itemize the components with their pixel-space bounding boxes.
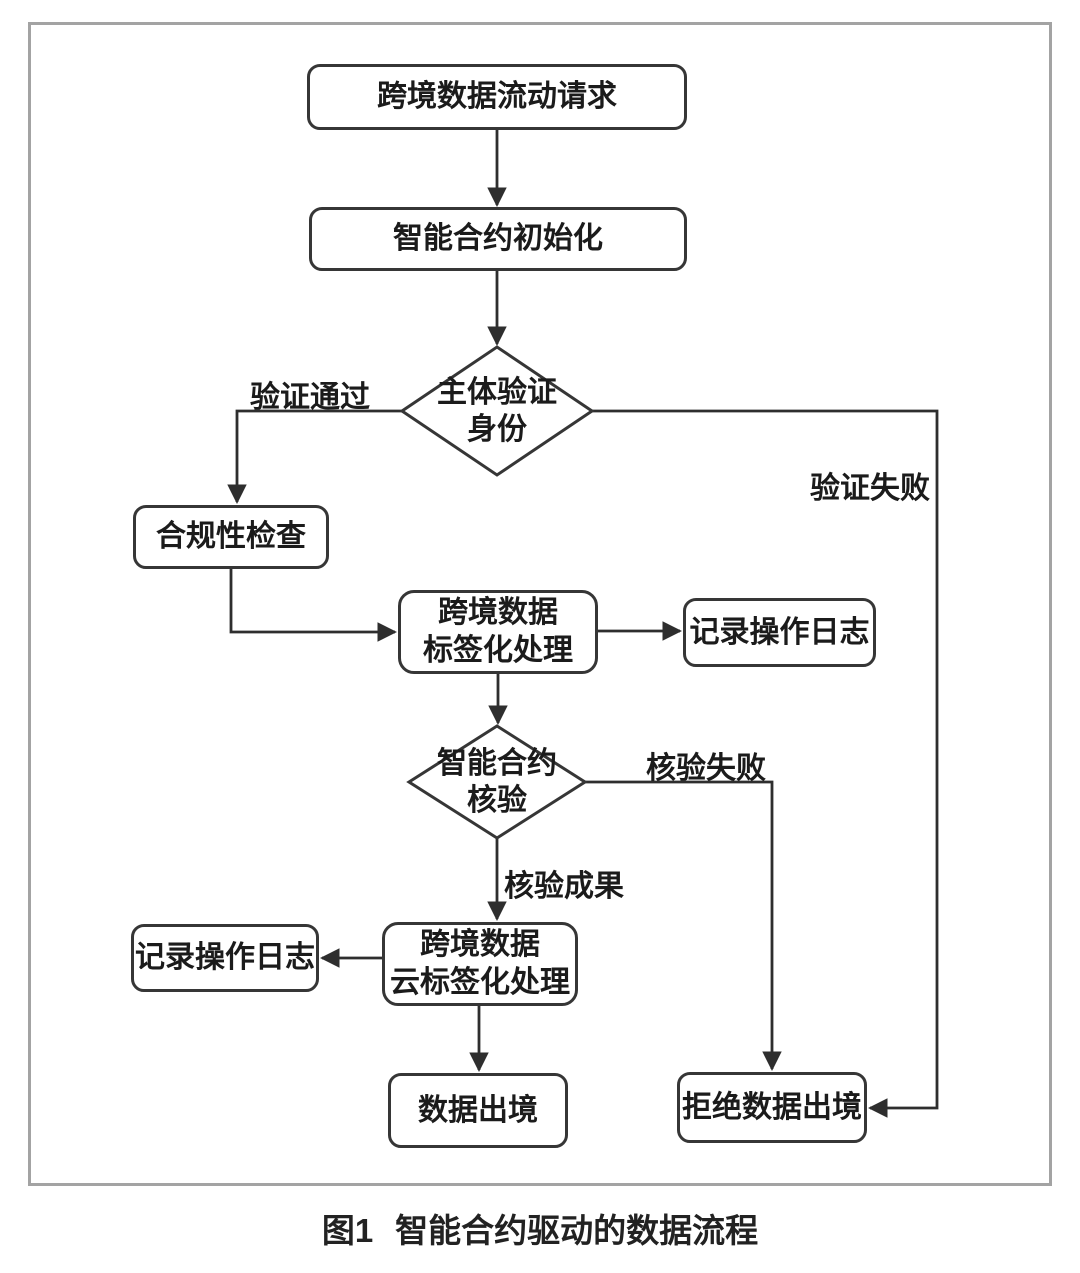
node-label: 拒绝数据出境 <box>682 1090 862 1124</box>
edge-verify-fail-to-reject <box>585 780 782 1071</box>
edge-label-check-fail: 核验失败 <box>646 752 766 785</box>
node-label: 跨境数据流动请求 <box>377 80 617 113</box>
node-label: 记录操作日志 <box>135 941 315 974</box>
decision-verify-shape <box>406 724 588 840</box>
figure-caption-title: 智能合约驱动的数据流程 <box>395 1212 759 1249</box>
node-log-upper: 记录操作日志 <box>683 598 876 667</box>
node-contract-init: 智能合约初始化 <box>309 207 687 271</box>
edge-label-check-pass: 核验成果 <box>504 870 624 903</box>
figure-caption-number: 图1 <box>321 1212 374 1249</box>
node-label: 数据出境 <box>418 1093 538 1127</box>
decision-identity-shape <box>399 345 595 477</box>
node-compliance-check: 合规性检查 <box>133 505 329 569</box>
node-label-line2: 云标签化处理 <box>390 966 570 999</box>
node-label: 记录操作日志 <box>689 615 870 649</box>
node-log-lower: 记录操作日志 <box>131 924 319 992</box>
node-label: 智能合约初始化 <box>393 222 603 255</box>
edge-identity-pass-to-compliance <box>227 409 402 504</box>
edge-compliance-to-tagging <box>229 569 397 642</box>
node-data-exit: 数据出境 <box>388 1073 568 1148</box>
figure-caption: 图1 智能合约驱动的数据流程 <box>0 1204 1080 1252</box>
node-cloud-tagging: 跨境数据 云标签化处理 <box>382 922 578 1006</box>
edge-label-verify-pass: 验证通过 <box>250 381 370 414</box>
node-data-flow-request: 跨境数据流动请求 <box>307 64 687 130</box>
node-label: 合规性检查 <box>156 520 306 553</box>
node-label-line1: 跨境数据 <box>420 928 540 961</box>
node-data-tagging: 跨境数据 标签化处理 <box>398 590 598 674</box>
edge-identity-fail-to-reject <box>592 409 939 1118</box>
edge-label-verify-fail: 验证失败 <box>810 472 930 505</box>
node-label-line1: 跨境数据 <box>438 596 558 629</box>
node-label-line2: 标签化处理 <box>423 634 573 667</box>
node-reject-exit: 拒绝数据出境 <box>677 1072 867 1143</box>
